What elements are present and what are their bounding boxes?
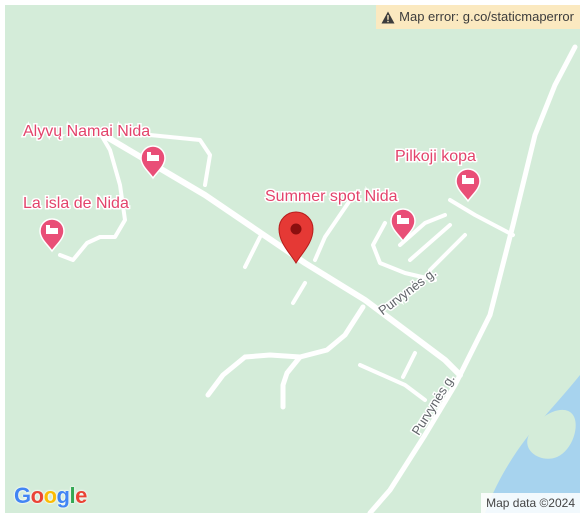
poi-label: Pilkoji kopa — [395, 148, 476, 165]
map-error-text: Map error: g.co/staticmaperror — [399, 9, 574, 24]
poi-label: Alyvų Namai Nida — [23, 123, 150, 140]
logo-letter: l — [69, 483, 76, 508]
poi-pilkoji-kopa[interactable]: Pilkoji kopa — [394, 147, 481, 203]
road-main-diagonal — [97, 130, 463, 378]
road-west-loop — [58, 131, 212, 262]
map-error-banner[interactable]: Map error: g.co/staticmaperror — [376, 5, 580, 29]
poi-summer-spot-nida[interactable]: Summer spot Nida — [264, 187, 416, 243]
hotel-icon — [39, 218, 65, 253]
poi-label: Summer spot Nida — [265, 188, 398, 205]
google-logo[interactable]: Google — [14, 483, 87, 509]
hotel-icon — [390, 208, 416, 243]
hotel-icon — [455, 168, 481, 203]
logo-letter: G — [14, 483, 31, 508]
logo-letter: e — [75, 483, 87, 508]
map-canvas[interactable]: Purvynės g. Purvynės g. Alyvų Namai Nida… — [5, 5, 580, 513]
map-view[interactable]: Purvynės g. Purvynės g. Alyvų Namai Nida… — [5, 5, 580, 513]
logo-letter: o — [30, 483, 44, 508]
hotel-icon — [140, 145, 166, 180]
poi-la-isla-de-nida[interactable]: La isla de Nida — [22, 194, 130, 253]
island — [527, 409, 576, 459]
logo-letter: g — [56, 483, 70, 508]
road-spur-c — [291, 281, 307, 305]
logo-letter: o — [43, 483, 57, 508]
road-spur-b — [313, 191, 357, 262]
road-south-branch — [205, 304, 366, 398]
warning-icon — [381, 11, 395, 23]
road-network — [58, 44, 578, 513]
poi-label: La isla de Nida — [23, 195, 129, 212]
map-attribution[interactable]: Map data ©2024 — [481, 493, 580, 513]
poi-alyvu-namai-nida[interactable]: Alyvų Namai Nida — [22, 122, 166, 180]
road-coastal — [367, 44, 578, 513]
road-east-grid-2 — [398, 213, 467, 272]
road-south-fork — [280, 354, 303, 410]
road-spur-a — [243, 235, 262, 269]
road-east-grid-1 — [371, 221, 437, 282]
land-area — [5, 5, 580, 513]
road-east-grid-3 — [448, 198, 515, 237]
location-pin-icon[interactable] — [278, 211, 314, 264]
road-south-grid — [358, 351, 427, 402]
